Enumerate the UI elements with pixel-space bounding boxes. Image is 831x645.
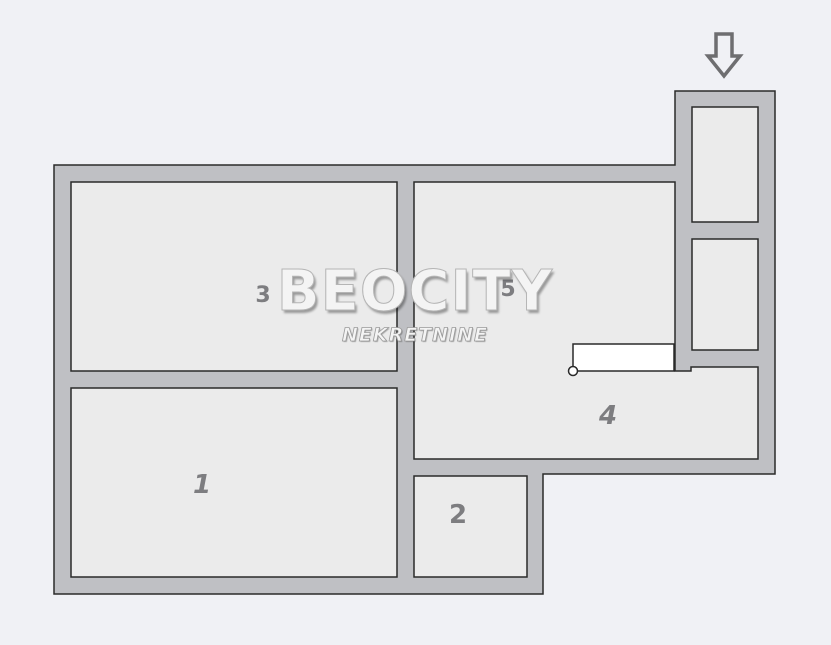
room-label-5: 5 <box>500 277 516 302</box>
storage-top <box>691 106 759 223</box>
room-label-3: 3 <box>255 283 271 308</box>
counter-pivot <box>567 365 579 377</box>
counter <box>572 343 675 372</box>
room-3 <box>70 181 398 372</box>
room-1 <box>70 387 398 578</box>
room-2 <box>413 475 528 578</box>
room-5-4 <box>413 181 759 460</box>
room-label-4: 4 <box>598 401 618 431</box>
storage-middle <box>691 238 759 351</box>
room-label-1: 1 <box>192 470 212 500</box>
arrow-down-outline-icon <box>704 32 744 79</box>
room-label-2: 2 <box>448 500 468 530</box>
